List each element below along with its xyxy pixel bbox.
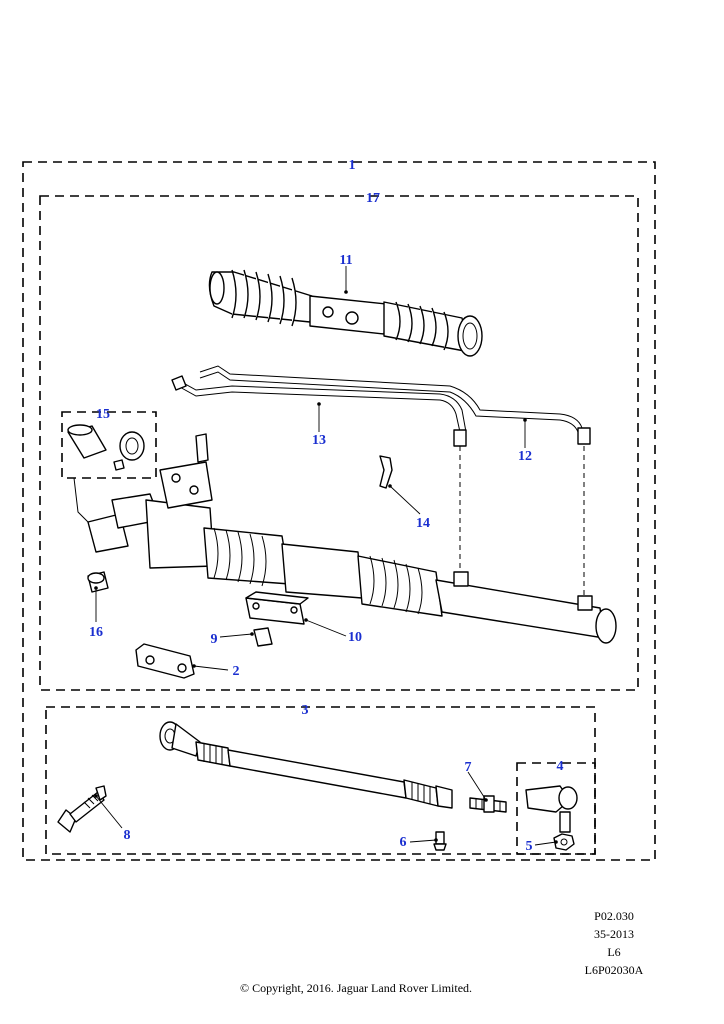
part-10-mounting-block	[245, 591, 309, 625]
part-8-bolt	[57, 785, 107, 833]
callout-12: 12	[518, 449, 532, 464]
group-1-boundary	[22, 161, 656, 861]
reference-code-3: L6	[607, 945, 621, 959]
part-14-clip	[379, 455, 393, 489]
part-7-adjuster	[469, 795, 507, 813]
group-4-boundary	[516, 762, 596, 855]
callout-17: 17	[366, 191, 380, 206]
reference-code-4: L6P02030A	[584, 963, 644, 977]
callout-4: 4	[557, 759, 564, 774]
group-17-boundary	[39, 195, 639, 691]
part-4-tie-rod-end	[525, 785, 578, 833]
callout-15: 15	[96, 407, 110, 422]
copyright-notice: © Copyright, 2016. Jaguar Land Rover Lim…	[239, 981, 473, 995]
callout-9: 9	[211, 632, 218, 647]
callout-16: 16	[89, 625, 103, 640]
callout-5: 5	[526, 839, 533, 854]
callout-14: 14	[416, 516, 430, 531]
part-3-tie-rod	[159, 721, 453, 809]
part-15-seal-kit	[67, 424, 145, 471]
part-9-bush	[253, 627, 273, 647]
part-13-pipe	[171, 375, 467, 447]
part-6-bolt	[433, 831, 447, 851]
part-2-plate	[135, 643, 195, 679]
part-11-boot-assembly	[208, 269, 483, 357]
part-12-pipe	[199, 365, 591, 445]
part-5-nut	[553, 833, 575, 851]
callout-1: 1	[349, 158, 356, 173]
callout-2: 2	[233, 664, 240, 679]
callout-3: 3	[302, 703, 309, 718]
callout-13: 13	[312, 433, 326, 448]
callout-11: 11	[339, 253, 352, 268]
part-16-bush	[87, 571, 109, 593]
leader-lines	[94, 266, 558, 846]
steering-rack-main	[87, 433, 617, 644]
reference-code-2: 35-2013	[594, 927, 634, 941]
group-15-boundary	[61, 411, 157, 479]
callout-10: 10	[348, 630, 362, 645]
callout-6: 6	[400, 835, 407, 850]
callout-8: 8	[124, 828, 131, 843]
reference-code-1: P02.030	[594, 909, 634, 923]
callout-7: 7	[465, 760, 472, 775]
